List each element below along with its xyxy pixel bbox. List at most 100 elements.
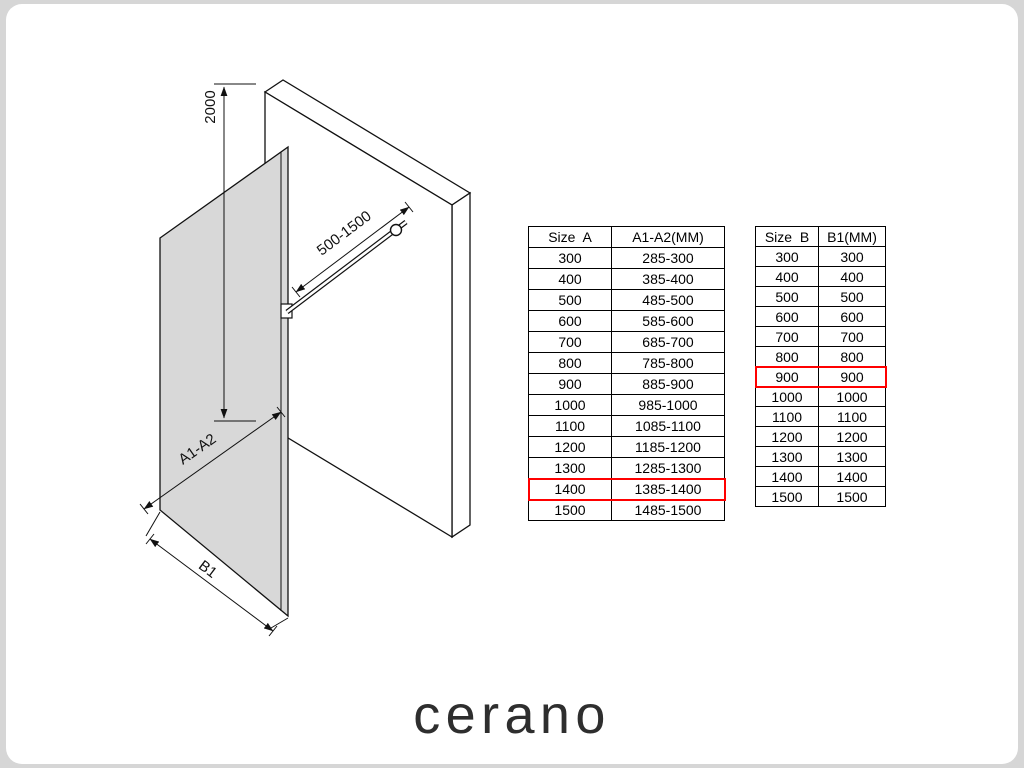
table-cell: 1200 <box>818 426 886 447</box>
base-width-dimension-line <box>149 538 274 632</box>
table-cell: 1285-1300 <box>611 457 725 479</box>
table-a-header-row: Size A A1-A2(MM) <box>528 226 725 248</box>
table-cell: 1500 <box>755 486 819 507</box>
panel-width-dimension-line <box>143 411 282 510</box>
table-cell: 1300 <box>755 446 819 467</box>
base-width-dimension-label: B1 <box>195 557 220 582</box>
table-cell: 1500 <box>818 486 886 507</box>
table-cell: 300 <box>818 246 886 267</box>
table-cell: 685-700 <box>611 331 725 353</box>
table-cell: 585-600 <box>611 310 725 332</box>
base-width-dimension <box>145 511 289 637</box>
table-cell: 1085-1100 <box>611 415 725 437</box>
table-cell: 700 <box>818 326 886 347</box>
table-cell: 400 <box>528 268 612 290</box>
table-cell: 1300 <box>818 446 886 467</box>
table-cell: 1500 <box>528 499 612 521</box>
table-cell: 1100 <box>528 415 612 437</box>
table-cell: 800 <box>528 352 612 374</box>
table-cell: 1000 <box>528 394 612 416</box>
table-cell: 1400 <box>755 466 819 487</box>
table-cell: 600 <box>818 306 886 327</box>
bar-dimension-line <box>295 206 410 293</box>
table-cell: 500 <box>818 286 886 307</box>
table-cell: 600 <box>528 310 612 332</box>
height-dimension-label: 2000 <box>202 90 219 123</box>
table-cell: 1400 <box>818 466 886 487</box>
table-a-header-range: A1-A2(MM) <box>611 226 725 248</box>
table-cell: 1000 <box>755 386 819 407</box>
table-cell: 785-800 <box>611 352 725 374</box>
table-cell: 285-300 <box>611 247 725 269</box>
table-cell: 1485-1500 <box>611 499 725 521</box>
table-cell: 985-1000 <box>611 394 725 416</box>
table-cell: 400 <box>755 266 819 287</box>
table-cell: 1100 <box>818 406 886 427</box>
table-cell: 500 <box>755 286 819 307</box>
table-cell: 800 <box>818 346 886 367</box>
table-cell: 500 <box>528 289 612 311</box>
table-cell: 885-900 <box>611 373 725 395</box>
bar-dimension <box>291 201 414 298</box>
table-cell: 1200 <box>755 426 819 447</box>
wall-mount-circle <box>389 223 403 237</box>
table-b-header-size: Size B <box>755 226 819 247</box>
table-cell: 485-500 <box>611 289 725 311</box>
table-b-header-value: B1(MM) <box>818 226 886 247</box>
brand-logo: cerano <box>413 685 611 745</box>
table-b-header-row: Size B B1(MM) <box>755 226 886 247</box>
panel-width-dimension <box>139 406 286 515</box>
wall-shape <box>263 79 472 539</box>
table-cell: 400 <box>818 266 886 287</box>
table-cell: 700 <box>528 331 612 353</box>
table-cell: 600 <box>755 306 819 327</box>
table-cell: 1000 <box>818 386 886 407</box>
table-cell: 700 <box>755 326 819 347</box>
table-a-header-size: Size A <box>528 226 612 248</box>
technical-drawing: 2000 500-1500 A1-A2 B1 <box>139 79 472 637</box>
table-cell: 1185-1200 <box>611 436 725 458</box>
table-cell: 900 <box>528 373 612 395</box>
table-cell: 385-400 <box>611 268 725 290</box>
table-cell: 300 <box>755 246 819 267</box>
table-cell: 1385-1400 <box>611 478 725 500</box>
table-cell: 1100 <box>755 406 819 427</box>
table-cell: 300 <box>528 247 612 269</box>
table-cell: 1400 <box>528 478 612 500</box>
table-cell: 1300 <box>528 457 612 479</box>
table-cell: 800 <box>755 346 819 367</box>
table-cell: 900 <box>755 366 819 387</box>
table-cell: 1200 <box>528 436 612 458</box>
